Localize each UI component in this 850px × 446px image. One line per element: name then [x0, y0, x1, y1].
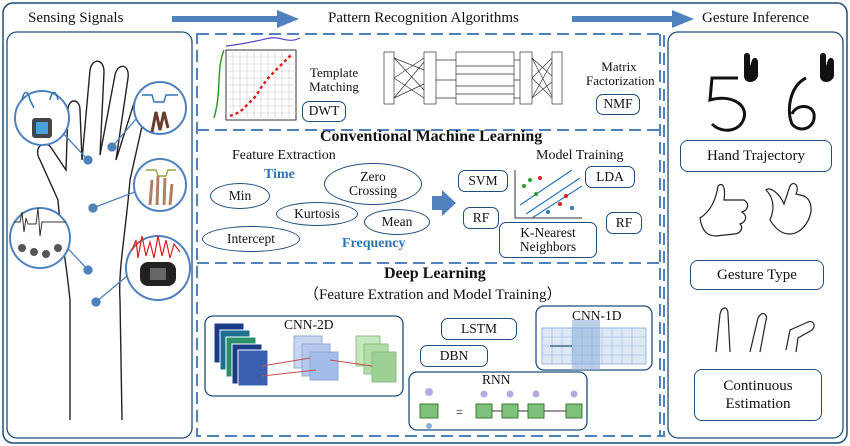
matrix-factorization-label: Matrix Factorization — [586, 59, 655, 89]
time-label: Time — [264, 167, 295, 182]
nmf-tag: NMF — [596, 94, 640, 115]
model-training-label: Model Training — [536, 148, 624, 163]
feature-min: Min — [210, 183, 270, 209]
output-continuous-estimation: Continuous Estimation — [694, 369, 822, 421]
armband-sensor — [125, 235, 191, 301]
smartwatch-sensor — [14, 90, 70, 146]
header-arrow-2 — [572, 10, 694, 28]
output-gesture-type: Gesture Type — [690, 260, 824, 290]
cnn1d-label: CNN-1D — [572, 308, 622, 323]
sensing-signals-header: Sensing Signals — [28, 10, 124, 26]
dtw-matrix-figure — [213, 37, 301, 121]
feature-zero-crossing: Zero Crossing — [324, 163, 422, 205]
wrist-band-sensor — [133, 81, 187, 135]
model-knn: K-Nearest Neighbors — [499, 222, 597, 258]
template-matching-label: Template Matching — [309, 65, 359, 95]
gesture-inference-header: Gesture Inference — [702, 10, 810, 26]
model-svm: SVM — [458, 170, 508, 192]
gesture-column — [667, 31, 844, 439]
hand-outline — [36, 60, 149, 421]
svm-scatter-figure — [514, 169, 583, 219]
shaka-hand-drawing — [765, 182, 812, 235]
dwt-tag: DWT — [302, 101, 346, 122]
header-arrow-1 — [172, 10, 299, 28]
feature-mean: Mean — [364, 209, 430, 235]
emg-electrodes-sensor — [9, 207, 71, 269]
nmf-network-figure — [383, 51, 563, 105]
model-rf-right: RF — [606, 212, 642, 234]
cnn2d-label: CNN-2D — [284, 317, 334, 332]
model-lstm: LSTM — [441, 318, 517, 340]
digit-five-trajectory — [708, 76, 816, 132]
feature-to-model-arrow — [432, 190, 456, 216]
glove-sensor — [133, 158, 187, 212]
cnn2d-feature-maps — [213, 322, 397, 387]
rnn-unrolled: = — [419, 388, 583, 429]
pointing-hand-icons — [744, 53, 834, 82]
feature-intercept: Intercept — [202, 226, 300, 252]
svg-text:=: = — [456, 405, 463, 419]
cml-title: Conventional Machine Learning — [320, 128, 543, 145]
feature-kurtosis: Kurtosis — [276, 202, 358, 226]
algorithms-dashed-box — [196, 33, 665, 437]
sensing-column — [6, 31, 193, 439]
model-lda: LDA — [585, 166, 635, 188]
thumbs-up-drawing — [699, 183, 749, 237]
rnn-label: RNN — [482, 372, 511, 387]
model-dbn: DBN — [420, 345, 488, 367]
finger-flexion-drawing — [715, 307, 815, 353]
feature-extraction-label: Feature Extraction — [232, 148, 336, 163]
model-rf-left: RF — [463, 207, 499, 229]
dl-subtitle: （Feature Extration and Model Training） — [304, 287, 562, 303]
dl-title: Deep Learning — [384, 265, 486, 282]
pattern-recognition-header: Pattern Recognition Algorithms — [328, 10, 519, 26]
cnn1d-grid — [541, 320, 647, 370]
output-hand-trajectory: Hand Trajectory — [680, 140, 832, 172]
frequency-label: Frequency — [342, 236, 406, 251]
